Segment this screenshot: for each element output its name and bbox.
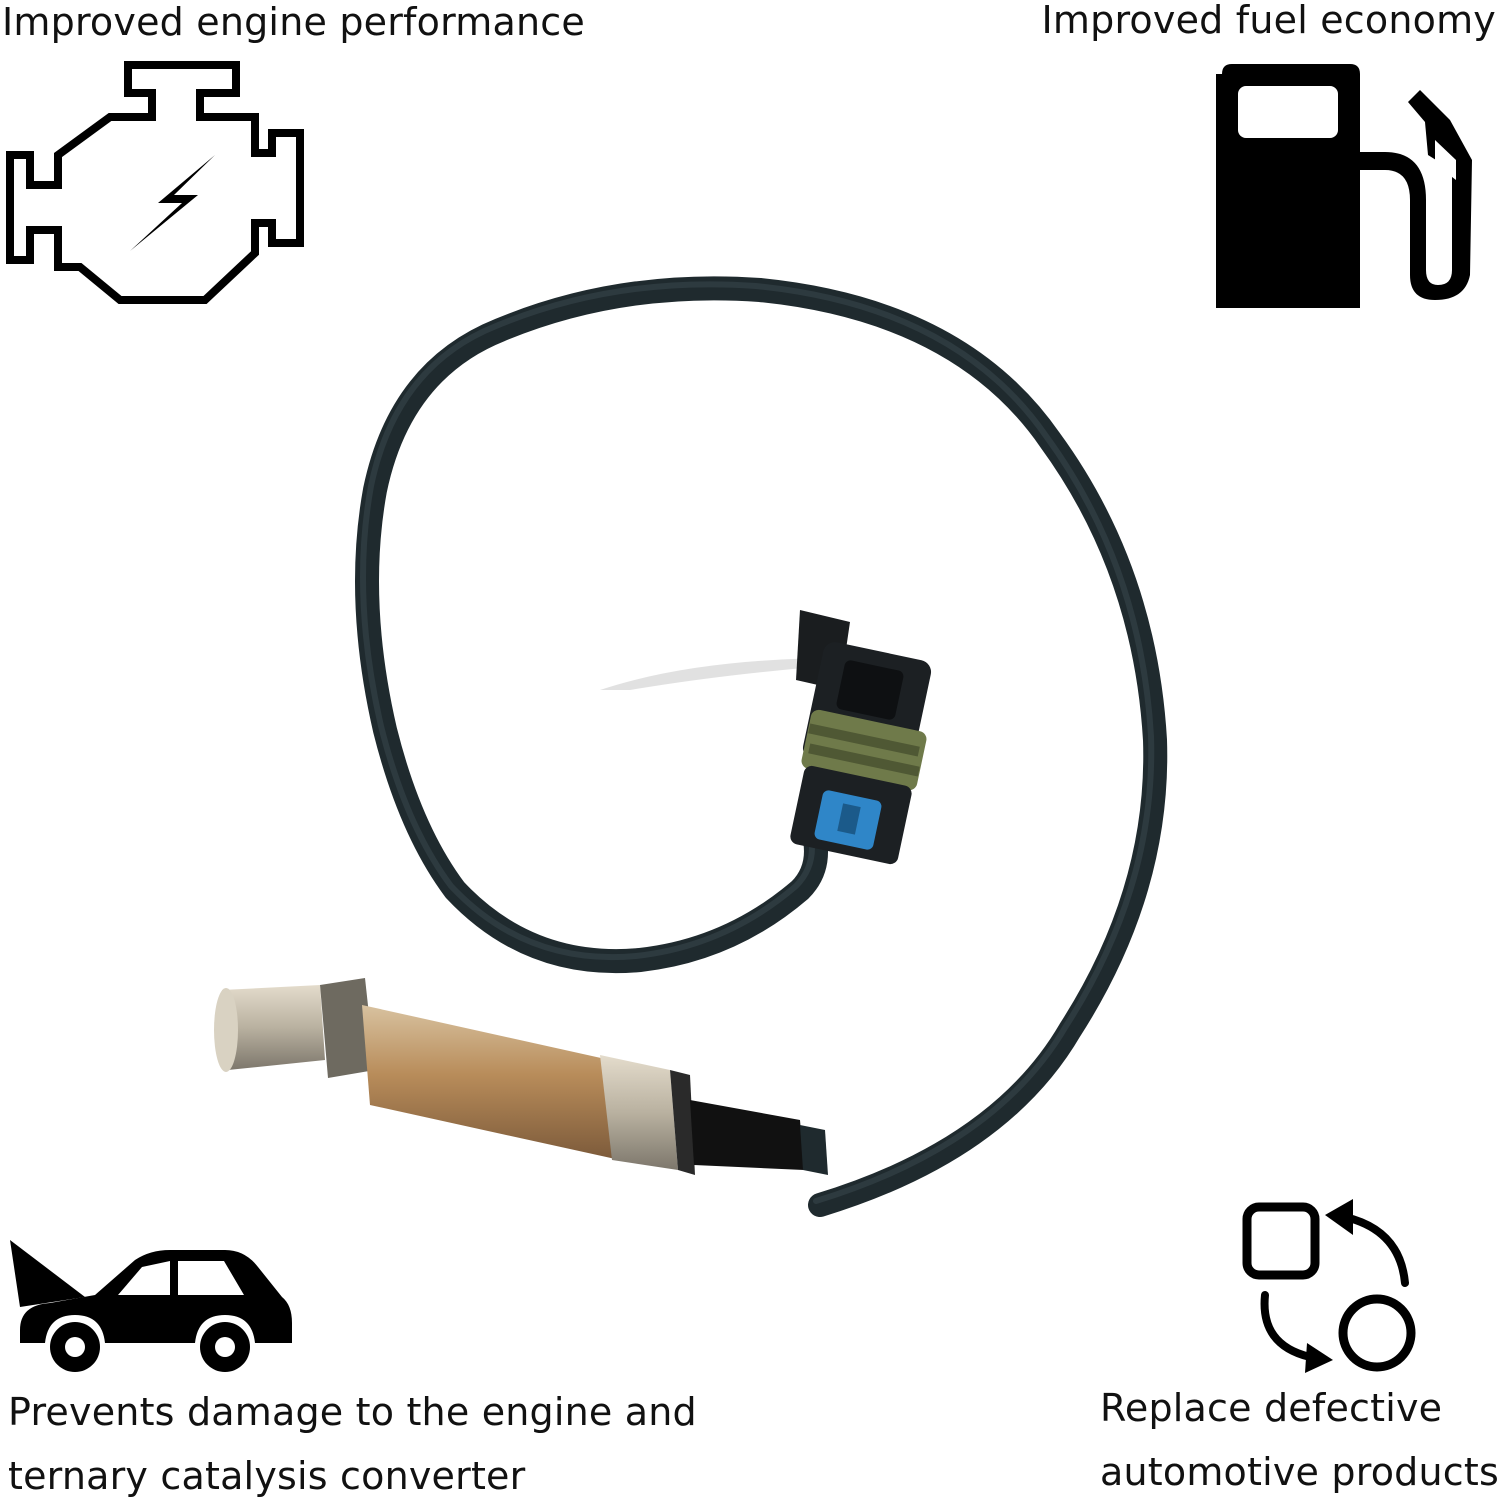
engine-check-icon: [6, 61, 304, 304]
feature-replace-defective-line1: Replace defective: [1100, 1386, 1443, 1430]
sensor-connector: [790, 610, 932, 865]
feature-fuel-economy-label: Improved fuel economy: [1041, 0, 1496, 42]
feature-engine-performance-label: Improved engine performance: [2, 0, 585, 44]
car-hood-open-icon: [10, 1240, 292, 1372]
watermark-swoosh: [600, 658, 920, 690]
feature-prevents-damage-line2: ternary catalysis converter: [8, 1454, 526, 1498]
feature-replace-defective-line2: automotive products: [1100, 1450, 1499, 1494]
replace-cycle-icon: [1242, 1199, 1416, 1373]
feature-replace-defective-label: Replace defective automotive products: [1100, 1376, 1499, 1504]
feature-prevents-damage-label: Prevents damage to the engine and ternar…: [8, 1380, 697, 1508]
feature-prevents-damage-line1: Prevents damage to the engine and: [8, 1390, 697, 1434]
sensor-body: [214, 978, 828, 1175]
oxygen-sensor-illustration: [214, 276, 1168, 1217]
fuel-pump-icon: [1216, 64, 1472, 308]
